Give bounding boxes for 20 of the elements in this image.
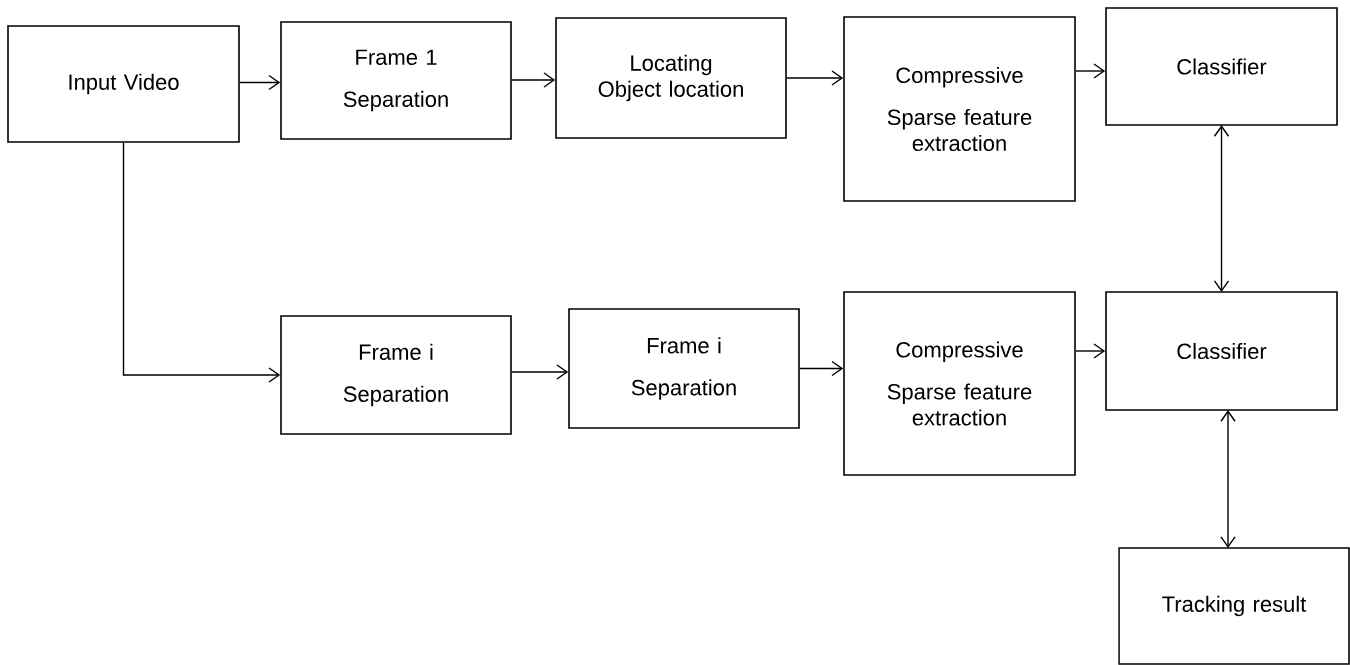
process-box: Frame i Separation bbox=[568, 308, 800, 429]
process-box: Classifier bbox=[1105, 291, 1338, 411]
arrow bbox=[122, 142, 281, 383]
process-box: Input Video bbox=[7, 25, 240, 143]
process-box: Locating Object location bbox=[555, 17, 787, 139]
arrow bbox=[1075, 63, 1106, 79]
arrow bbox=[1220, 410, 1236, 548]
process-box: Compressive Sparse feature extraction bbox=[843, 291, 1076, 476]
process-box: Compressive Sparse feature extraction bbox=[843, 16, 1076, 202]
process-box: Tracking result bbox=[1118, 547, 1350, 665]
process-box: Frame 1 Separation bbox=[280, 21, 512, 140]
arrow bbox=[1213, 125, 1230, 292]
arrow bbox=[786, 70, 844, 86]
process-box: Frame i Separation bbox=[280, 315, 512, 435]
arrow bbox=[511, 364, 569, 380]
process-box: Classifier bbox=[1105, 7, 1338, 126]
arrow bbox=[1075, 343, 1106, 359]
arrow bbox=[239, 74, 281, 91]
arrow bbox=[511, 72, 556, 88]
arrow bbox=[799, 360, 844, 377]
